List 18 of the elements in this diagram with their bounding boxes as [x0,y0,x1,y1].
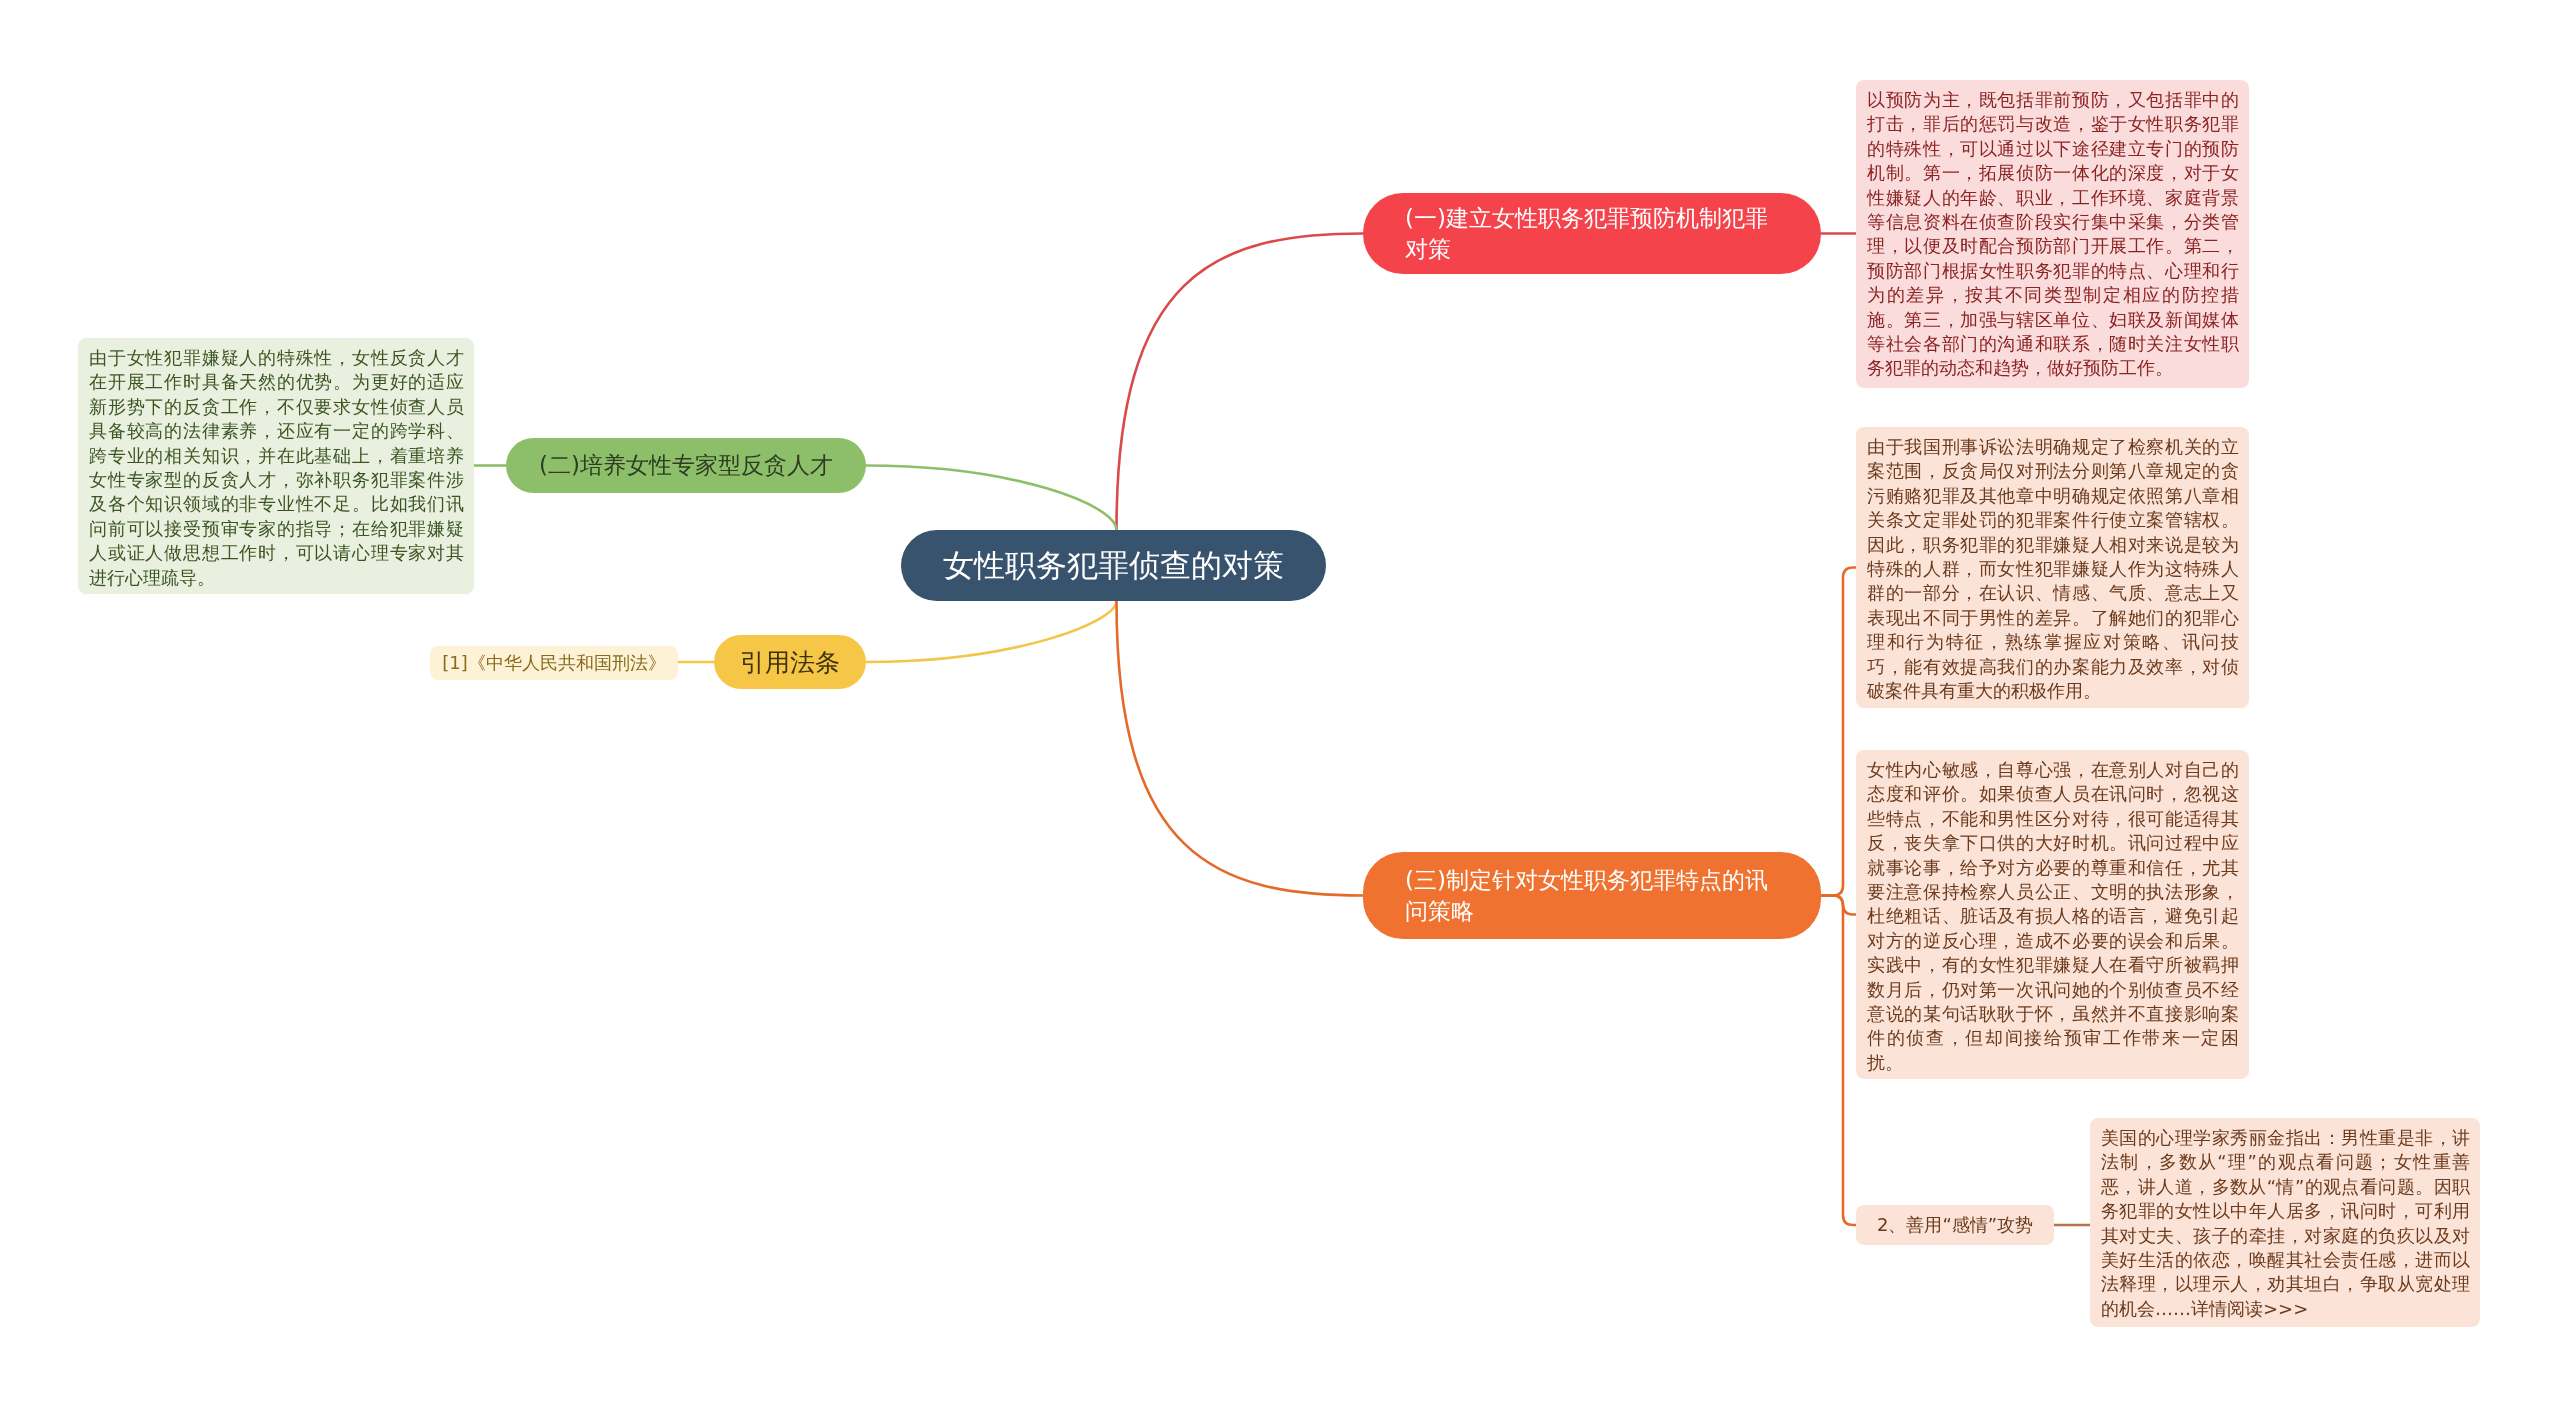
branch-topic: (二)培养女性专家型反贪人才 [506,438,866,493]
connector-line [1115,600,1364,897]
citation-box: [1]《中华人民共和国刑法》 [430,646,678,680]
note-box: 美国的心理学家秀丽金指出：男性重是非，讲法制，多数从“理”的观点看问题；女性重善恶，讲人道，多数从“情”的观点看问题。因职务犯罪的女性以中年人居多，讯问时，可利用其对丈夫、孩子的牵挂，对家庭的负疚以及对美好生活的依恋，唤醒其社会责任感，进而以法释理，以理示人，劝其坦白，争取从宽处理的机会……详情阅读>>> [2090,1118,2480,1327]
connector-line [2054,1223,2090,1227]
note-box: 以预防为主，既包括罪前预防，又包括罪中的打击，罪后的惩罚与改造，鉴于女性职务犯罪的特殊性，可以通过以下途径建立专门的预防机制。第一，拓展侦防一体化的深度，对于女性嫌疑人的年龄、职业，工作环境、家庭背景等信息资料在侦查阶段实行集中采集，分类管理，以便及时配合预防部门开展工作。第二，预防部门根据女性职务犯罪的特点、心理和行为的差异，按其不同类型制定相应的防控措施。第三，加强与辖区单位、妇联及新闻媒体等社会各部门的沟通和联系，随时关注女性职务犯罪的动态和趋势，做好预防工作。 [1856,80,2249,388]
connector-line [678,660,714,664]
branch-topic: (一)建立女性职务犯罪预防机制犯罪对策 [1363,193,1821,274]
connector-line [865,464,1118,531]
central-topic: 女性职务犯罪侦查的对策 [901,530,1326,601]
note-box: 女性内心敏感，自尊心强，在意别人对自己的态度和评价。如果侦查人员在讯问时，忽视这些特点，不能和男性区分对待，很可能适得其反，丧失拿下口供的大好时机。讯问过程中应就事论事，给予对方必要的尊重和信任，尤其要注意保持检察人员公正、文明的执法形象，杜绝粗话、脏话及有损人格的语言，避免引起对方的逆反心理，造成不必要的误会和后果。实践中，有的女性犯罪嫌疑人在看守所被羁押数月后，仍对第一次讯问她的个别侦查员不经意说的某句话耿耿于怀，虽然并不直接影响案件的侦查，但却间接给预审工作带来一定困扰。 [1856,750,2249,1079]
branch-topic: (三)制定针对女性职务犯罪特点的讯问策略 [1363,852,1821,939]
branch-topic: 引用法条 [714,635,866,689]
connector-line [1821,232,1856,235]
note-box: 由于我国刑事诉讼法明确规定了检察机关的立案范围，反贪局仅对刑法分则第八章规定的贪污贿赂犯罪及其他章中明确规定依照第八章相关条文定罪处罚的犯罪案件行使立案管辖权。因此，职务犯罪的犯罪嫌疑人相对来说是较为特殊的人群，而女性犯罪嫌疑人作为这特殊人群的一部分，在认识、情感、气质、意志上又表现出不同于男性的差异。了解她们的犯罪心理和行为特征，熟练掌握应对策略、讯问技巧，能有效提高我们的办案能力及效率，对侦破案件具有重大的积极作用。 [1856,427,2249,708]
connector-line [474,464,506,467]
note-box: 由于女性犯罪嫌疑人的特殊性，女性反贪人才在开展工作时具备天然的优势。为更好的适应新形势下的反贪工作，不仅要求女性侦查人员具备较高的法律素养，还应有一定的跨学科、跨专业的相关知识，并在此基础上，着重培养女性专家型的反贪人才，弥补职务犯罪案件涉及各个知识领域的非专业性不足。比如我们讯问前可以接受预审专家的指导；在给犯罪嫌疑人或证人做思想工作时，可以请心理专家对其进行心理疏导。 [78,338,474,594]
subtopic-box: 2、善用“感情”攻势 [1856,1205,2054,1245]
